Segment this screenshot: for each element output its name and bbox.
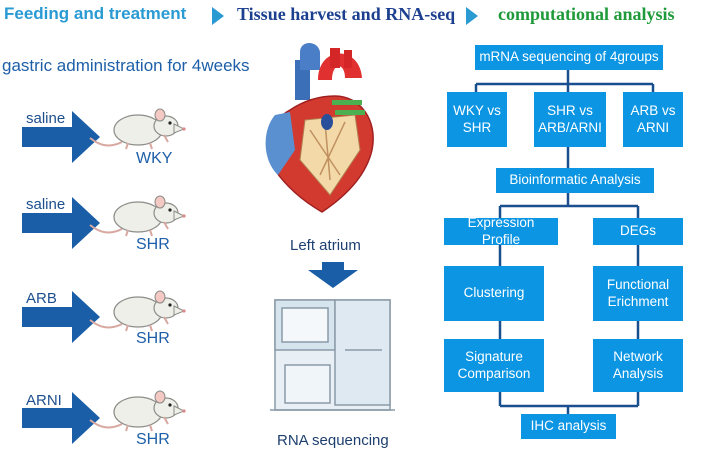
- tissue-label: Left atrium: [290, 237, 361, 254]
- step-harvest-title: Tissue harvest and RNA-seq: [237, 4, 456, 24]
- heart-anatomy-icon: [265, 43, 374, 213]
- box-degs: DEGs: [593, 218, 683, 245]
- chevron-right-icon: [466, 7, 478, 25]
- rat-icon-1: [89, 108, 187, 150]
- box-bioinformatic: Bioinformatic Analysis: [496, 168, 654, 193]
- harvest-down-arrow: [308, 262, 358, 288]
- chevron-right-icon: [212, 7, 224, 25]
- treatment-label-2: saline: [26, 196, 66, 213]
- sequencer-machine-icon: [270, 299, 395, 411]
- box-clustering: Clustering: [444, 266, 544, 321]
- rat-icon-2: [89, 195, 187, 237]
- treatment-label-1: saline: [26, 110, 66, 127]
- step-feeding-title: Feeding and treatment: [4, 4, 187, 23]
- rat-icon-4: [89, 390, 187, 432]
- treatment-arrow-3: [22, 291, 100, 343]
- strain-label-4: SHR: [136, 431, 170, 448]
- treatment-arrow-1: [22, 111, 100, 163]
- box-ihc-analysis: IHC analysis: [521, 414, 616, 439]
- strain-label-1: WKY: [136, 150, 173, 167]
- strain-label-3: SHR: [136, 330, 170, 347]
- strain-label-2: SHR: [136, 236, 170, 253]
- treatment-title: gastric administration for 4weeks: [2, 56, 250, 75]
- treatment-arrow-2: [22, 197, 100, 249]
- treatment-arrow-4: [22, 392, 100, 444]
- box-mrna-sequencing: mRNA sequencing of 4groups: [475, 45, 663, 70]
- treatment-label-4: ARNI: [26, 392, 62, 409]
- rat-icon-3: [89, 290, 187, 332]
- step-analysis-title: computational analysis: [498, 4, 675, 24]
- box-expression-profile: Expression Profile: [444, 215, 558, 247]
- method-label: RNA sequencing: [277, 432, 389, 449]
- treatment-label-3: ARB: [26, 290, 57, 307]
